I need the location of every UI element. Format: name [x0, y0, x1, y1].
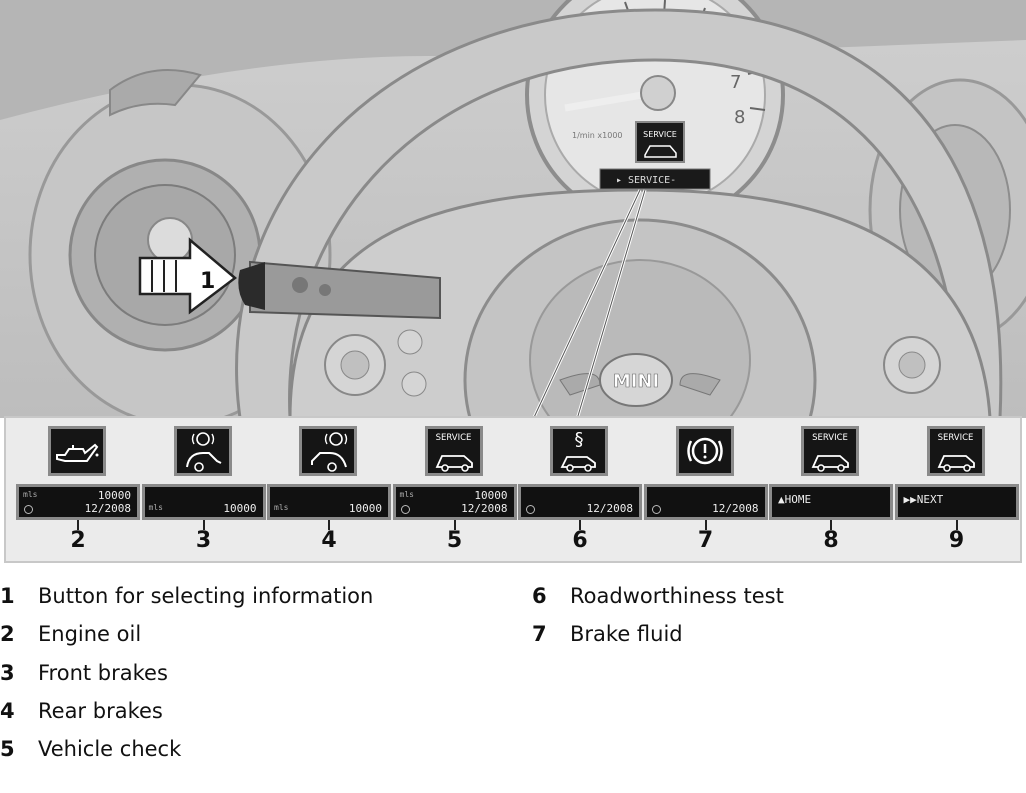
date-value: 12/2008: [84, 502, 131, 515]
callout-tick: [955, 520, 958, 530]
service-item-7: 12/2008 7: [643, 426, 768, 558]
callout-number: 6: [572, 528, 588, 553]
legend-text: Brake fluid: [570, 622, 683, 647]
callout-number: 8: [823, 528, 839, 553]
callout-number: 3: [195, 528, 212, 553]
callout-tick: [77, 520, 79, 530]
legend-text: Button for selecting information: [38, 584, 374, 608]
date-value: 12/2008: [461, 502, 508, 515]
front-brake-icon: [173, 426, 232, 476]
icon-label: SERVICE: [435, 433, 472, 443]
distance-value: 10000: [223, 502, 257, 515]
date-value: 12/2008: [586, 502, 633, 515]
legend-number: 5: [0, 737, 15, 762]
service-display: 12/2008: [643, 484, 768, 520]
clock-icon: [400, 505, 410, 514]
legend-text: Front brakes: [38, 660, 168, 685]
service-item-8: SERVICE ▲HOME 8: [769, 426, 893, 558]
service-display: 12/2008: [518, 484, 642, 520]
menu-text: ▶▶NEXT: [903, 493, 944, 506]
service-item-4: mls 10000 4: [267, 426, 391, 558]
unit-label: mls: [274, 503, 289, 512]
date-value: 12/2008: [712, 502, 759, 515]
clock-icon: [24, 505, 33, 514]
callout-number: 2: [70, 528, 86, 553]
legend-number: 6: [532, 584, 547, 608]
tach-number: 7: [730, 72, 741, 93]
callout-tick: [453, 520, 456, 530]
service-display: mls 10000: [267, 484, 391, 520]
callout-number: 7: [697, 528, 714, 553]
unit-label: mls: [148, 503, 163, 512]
cluster-service-label: SERVICE: [643, 130, 677, 139]
service-car-icon: SERVICE: [926, 426, 985, 476]
tach-unit: 1/min x1000: [572, 131, 623, 140]
dashboard-illustration: 2 3 4 5 6 7 8 1/min x1000 SERVICE ▸ SERV…: [0, 0, 1026, 542]
service-car-icon: SERVICE: [424, 426, 483, 476]
service-display: ▲HOME: [769, 484, 893, 520]
callout-number: 5: [446, 528, 463, 553]
service-item-3: mls 10000 3: [141, 426, 266, 558]
mini-badge: MINI: [613, 371, 659, 392]
legend-text: Roadworthiness test: [570, 584, 784, 608]
callout-tick: [704, 520, 707, 530]
icon-label: SERVICE: [937, 433, 974, 443]
callout-tick: [830, 520, 832, 530]
legend-text: Engine oil: [38, 622, 142, 647]
legend-number: 3: [0, 660, 15, 685]
unit-label: mls: [23, 490, 38, 499]
legend-number: 7: [532, 622, 547, 647]
callout-number-1: 1: [200, 269, 215, 294]
oil-can-icon: [48, 426, 106, 476]
callout-tick: [202, 520, 205, 530]
clock-icon: [526, 505, 535, 514]
distance-value: 10000: [474, 489, 508, 502]
legend-number: 2: [0, 622, 15, 647]
service-item-9: SERVICE ▶▶NEXT 9: [894, 426, 1019, 558]
menu-text: ▲HOME: [778, 493, 812, 506]
legend-number: 1: [0, 584, 15, 608]
service-display: ▶▶NEXT: [894, 484, 1019, 520]
indicator-stalk: [238, 260, 441, 320]
service-car-icon: SERVICE: [801, 426, 859, 476]
cluster-display-text: ▸ SERVICE-: [616, 175, 676, 186]
callout-number: 4: [321, 528, 337, 553]
tach-number: 8: [734, 107, 745, 128]
clock-icon: [651, 505, 661, 514]
service-item-6: § 12/2008 6: [518, 426, 642, 558]
service-display: mls 10000: [141, 484, 266, 520]
inspection-car-icon: §: [550, 426, 608, 476]
legend-text: Rear brakes: [38, 698, 163, 723]
legend-number: 4: [0, 698, 15, 723]
callout-number: 9: [948, 528, 965, 553]
callout-tick: [579, 520, 581, 530]
brake-fluid-icon: [675, 426, 734, 476]
rear-brake-icon: [299, 426, 357, 476]
legend-text: Vehicle check: [38, 737, 182, 762]
distance-value: 10000: [348, 502, 382, 515]
distance-value: 10000: [97, 489, 131, 502]
icon-label: §: [574, 429, 584, 450]
icon-label: SERVICE: [812, 433, 848, 443]
callout-arrow-1: 1: [138, 237, 238, 315]
unit-label: mls: [399, 490, 414, 499]
callout-tick: [328, 520, 330, 530]
